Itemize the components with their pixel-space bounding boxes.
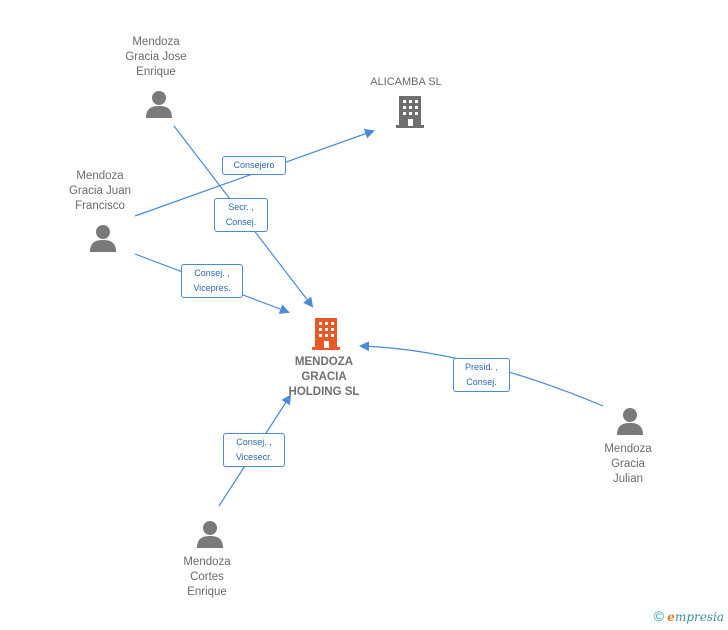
edge-label-secr-consej[interactable]: Secr. , Consej. xyxy=(214,198,268,232)
person-node-cortes-enrique[interactable] xyxy=(195,519,225,549)
copyright-icon: © xyxy=(653,608,664,624)
person-icon xyxy=(617,408,643,435)
edge-label-presid-consej[interactable]: Presid. , Consej. xyxy=(453,358,510,392)
brand-logo: empresia xyxy=(667,610,724,624)
person-label-juan-francisco[interactable]: Mendoza Gracia Juan Francisco xyxy=(68,170,131,212)
person-label-cortes-enrique[interactable]: Mendoza Cortes Enrique xyxy=(183,556,231,598)
person-icon xyxy=(197,521,223,548)
person-label-jose-enrique[interactable]: Mendoza Gracia Jose Enrique xyxy=(125,36,187,78)
company-node-center[interactable] xyxy=(309,316,345,352)
edge-label-consejero[interactable]: Consejero xyxy=(222,156,286,175)
person-node-jose-enrique[interactable] xyxy=(144,89,174,119)
company-label-alicamba[interactable]: ALICAMBA SL xyxy=(370,76,442,88)
building-icon xyxy=(312,318,340,350)
person-icon xyxy=(146,91,172,118)
company-label-center[interactable]: MENDOZA GRACIA HOLDING SL xyxy=(288,356,360,398)
person-label-julian[interactable]: Mendoza Gracia Julian xyxy=(604,443,652,485)
building-icon xyxy=(396,96,424,128)
company-node-alicamba[interactable] xyxy=(393,94,429,130)
person-node-julian[interactable] xyxy=(615,406,645,436)
edge-label-consej-vicesecr[interactable]: Consej. , Vicesecr. xyxy=(223,433,285,467)
brand-footer: © empresia xyxy=(654,608,724,624)
person-icon xyxy=(90,225,116,252)
person-node-juan-francisco[interactable] xyxy=(88,223,118,253)
edge-label-consej-vicepres[interactable]: Consej. , Vicepres. xyxy=(181,264,243,298)
